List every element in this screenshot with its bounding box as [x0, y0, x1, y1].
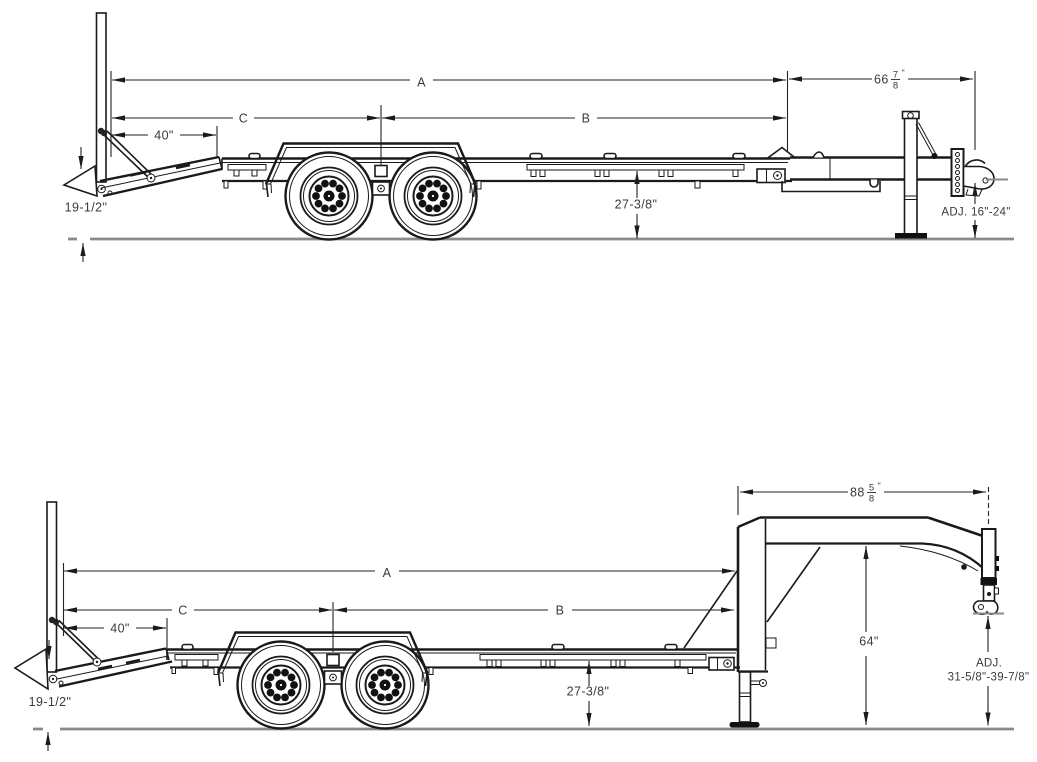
dim-ramp-40: 40" [112, 129, 216, 143]
tie-down-loop [603, 152, 617, 160]
tie-down-loop [248, 152, 261, 160]
neck-length-numerator: 5 [869, 483, 874, 494]
dim-label-19-1-2: 19-1/2" [65, 201, 108, 215]
dim-ramp-tip-height: 19-1/2" [65, 147, 108, 215]
upright-ramp-post [95, 12, 113, 196]
chain-loop [812, 151, 825, 158]
coupler-ball-socket [972, 600, 999, 616]
dovetail-ramp [54, 647, 173, 688]
wheel [236, 640, 326, 730]
rub-rail [227, 152, 746, 177]
dim-coupler-adjust: ADJ. 16"-24" [941, 183, 1010, 238]
dim-overall-A: A [64, 566, 735, 580]
dim-label-B: B [556, 604, 565, 618]
ground-line [68, 237, 1014, 262]
dim-ramp-tip-height: 19-1/2" [29, 640, 72, 709]
dim-deck-height: 27-3/8" [615, 171, 658, 239]
dim-coupler-adjust: ADJ. 31-5/8"-39-7/8" [948, 616, 1030, 726]
ground-line [33, 727, 1014, 751]
dim-tongue-length: 66 7 8 " [789, 68, 973, 92]
rub-rail [174, 643, 707, 667]
dim-label-adj-line1: ADJ. [976, 658, 1002, 670]
tongue-length-whole: 66 [874, 73, 889, 87]
tongue-frame [756, 146, 953, 193]
dim-C-B-chain: C B [64, 604, 734, 618]
ramp-support-strut [52, 618, 102, 667]
tongue-length-unit: " [902, 68, 905, 78]
coupler-latch-lever [964, 159, 986, 168]
dim-label-C: C [239, 112, 248, 126]
dovetail-ramp [99, 155, 223, 198]
jack-foot [729, 722, 760, 728]
dim-label-adj-line2: 31-5/8"-39-7/8" [948, 672, 1030, 684]
bumper-pull-drawing: A 66 7 8 " C [62, 12, 1014, 262]
fender [216, 631, 429, 687]
dim-label-27-3-8: 27-3/8" [615, 198, 658, 212]
dim-label-19-1-2: 19-1/2" [29, 695, 72, 709]
jack-crank-knob [931, 153, 938, 159]
jack-foot [895, 233, 927, 239]
dim-label-A: A [417, 76, 426, 90]
neck-length-whole: 88 [850, 486, 865, 500]
tongue-length-numerator: 7 [893, 70, 898, 81]
gooseneck-drawing: A C B 40" [13, 481, 1030, 751]
suspension-equalizer [323, 653, 343, 685]
wheel [340, 640, 430, 730]
dim-label-adj-16-24: ADJ. 16"-24" [941, 207, 1010, 219]
wheel [388, 151, 478, 241]
dim-neck-length: 88 5 8 " [740, 481, 986, 505]
wheel [284, 151, 374, 241]
rear-flap [13, 647, 49, 691]
safety-chain-hook [869, 179, 879, 188]
tongue-jack [895, 110, 938, 239]
gooseneck-riser [683, 516, 985, 673]
dim-C-B-chain: C B [112, 112, 786, 126]
tie-down-loop [732, 152, 746, 160]
gooseneck-coupler [972, 487, 1004, 616]
tie-down-loop [529, 152, 543, 160]
dim-deck-height: 27-3/8" [567, 661, 610, 726]
tie-down-loop [551, 643, 565, 651]
dimensions: A 66 7 8 " C [65, 68, 1010, 239]
dim-label-40: 40" [154, 129, 174, 143]
dim-label-A: A [383, 566, 392, 580]
battery-box [708, 656, 735, 671]
tie-down-loop [664, 643, 678, 651]
dim-label-64: 64" [859, 635, 879, 649]
neck-length-denominator: 8 [869, 494, 874, 505]
landing-leg-jack [729, 671, 767, 728]
dim-label-27-3-8: 27-3/8" [567, 685, 610, 699]
adjustable-coupler [950, 148, 1008, 197]
dim-ramp-40: 40" [64, 622, 166, 636]
dimensions: A C B 40" [29, 481, 1030, 726]
dim-label-40: 40" [110, 622, 130, 636]
tongue-length-denominator: 8 [893, 81, 898, 92]
tandem-wheels [236, 640, 430, 730]
tie-down-loop [181, 643, 194, 651]
rear-flap [62, 164, 98, 198]
dim-label-C: C [178, 604, 187, 618]
dim-label-B: B [582, 112, 591, 126]
dim-overall-A: A [112, 76, 786, 90]
dim-neck-height-64: 64" [859, 546, 879, 725]
fender [264, 142, 477, 198]
tandem-wheels [284, 151, 478, 241]
neck-length-unit: " [878, 481, 881, 491]
suspension-equalizer [371, 164, 391, 196]
